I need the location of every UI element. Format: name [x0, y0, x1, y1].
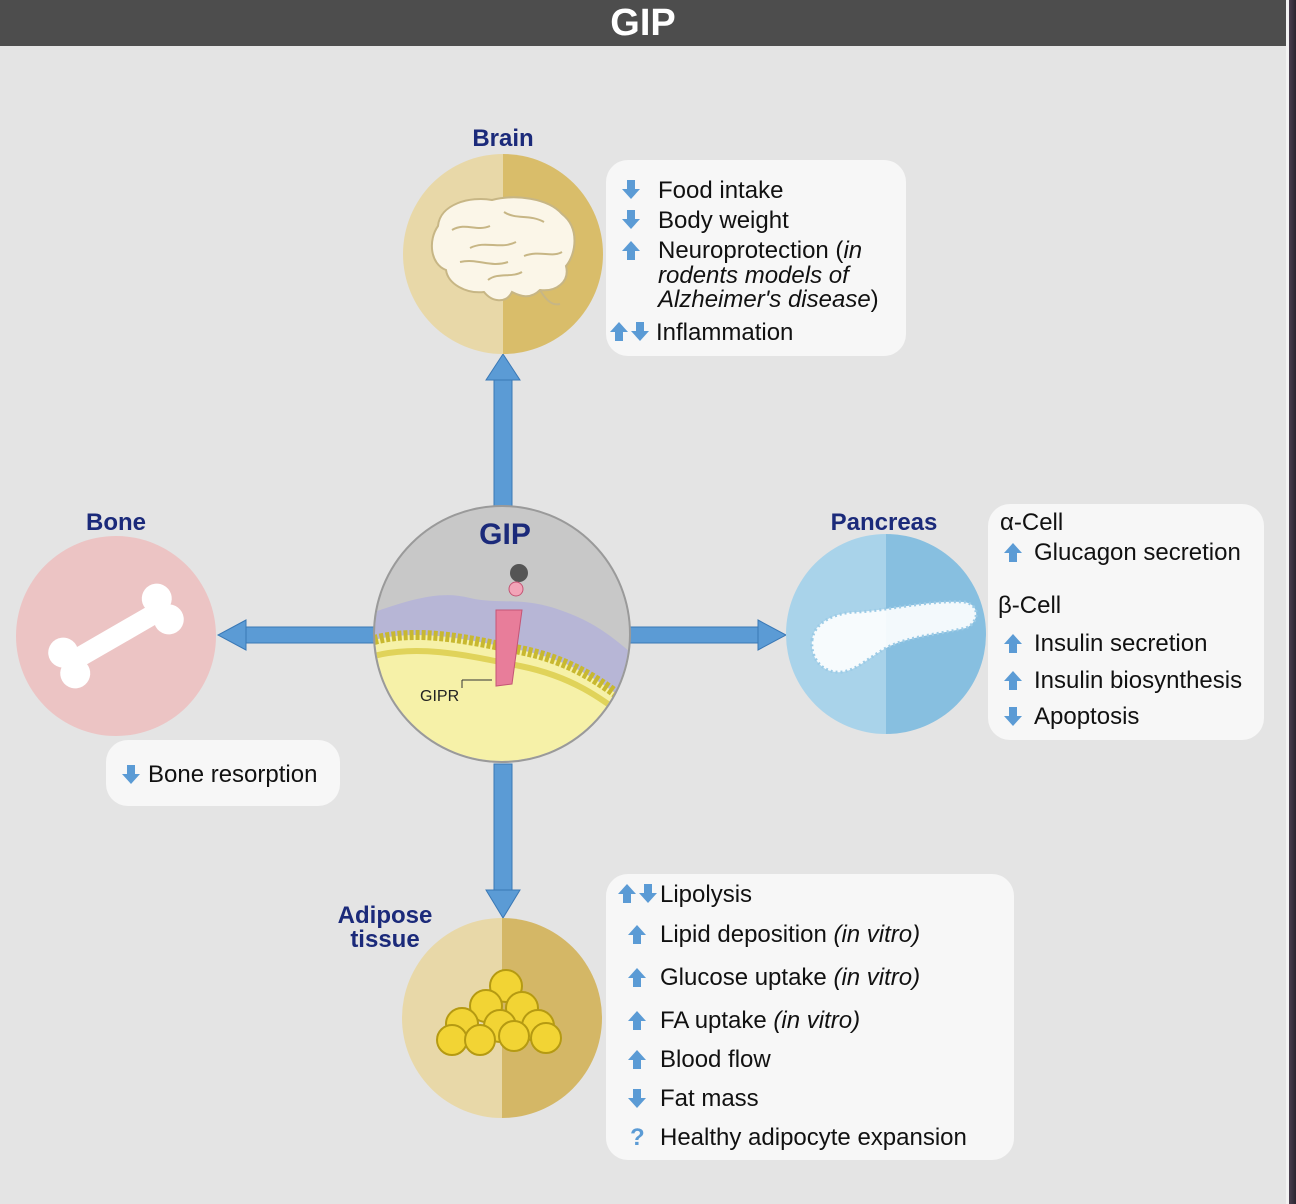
up-arrow-icon — [628, 1050, 646, 1069]
page-title: GIP — [0, 0, 1286, 46]
beta-cell-label: β-Cell — [998, 592, 1062, 619]
down-arrow-icon — [622, 210, 640, 229]
bone-label: Bone — [86, 509, 146, 536]
list-item-continuation: rodents models of — [658, 262, 849, 289]
pancreas-icon — [810, 600, 978, 674]
up-arrow-icon — [628, 1011, 646, 1030]
down-arrow-icon — [628, 1089, 646, 1108]
arrow-to-bone — [216, 619, 379, 651]
arrow-to-brain — [485, 353, 521, 509]
arrow-to-adipose — [485, 763, 521, 919]
adipose-label: Adipose tissue — [325, 904, 445, 952]
up-down-arrow-icon — [610, 322, 649, 341]
up-down-arrow-icon — [618, 884, 657, 903]
arrow-to-pancreas — [629, 619, 788, 651]
up-arrow-icon — [1004, 543, 1022, 562]
brain-label: Brain — [472, 125, 534, 152]
list-item-continuation: Alzheimer's disease) — [658, 286, 879, 313]
up-arrow-icon — [1004, 634, 1022, 653]
up-arrow-icon — [628, 925, 646, 944]
adipose-effects-box: Lipolysis Lipid deposition (in vitro) Gl… — [606, 874, 1014, 1160]
brain-effects-box: Food intake Body weight Neuroprotection … — [606, 160, 906, 356]
alpha-cell-label: α-Cell — [1000, 509, 1064, 536]
gipr-receptor — [495, 609, 523, 687]
center-gip-label: GIP — [479, 518, 531, 551]
up-arrow-icon — [1004, 671, 1022, 690]
down-arrow-icon — [622, 180, 640, 199]
fat-cells-icon — [436, 969, 562, 1056]
question-icon: ? — [630, 1124, 645, 1151]
down-arrow-icon — [1004, 707, 1022, 726]
bone-icon — [48, 583, 184, 689]
up-arrow-icon — [628, 968, 646, 987]
window-edge — [1286, 0, 1296, 1204]
pancreas-effects-box: α-Cell Glucagon secretion β-Cell Insulin… — [988, 504, 1264, 740]
gip-receptor-circle — [373, 505, 631, 763]
gipr-label: GIPR — [420, 688, 460, 705]
up-arrow-icon — [622, 241, 640, 260]
brain-icon — [430, 196, 576, 306]
down-arrow-icon — [122, 765, 140, 784]
adipose-label-line1: Adipose — [337, 902, 433, 929]
bone-effects-box: Bone resorption — [106, 740, 340, 806]
pancreas-label: Pancreas — [830, 509, 938, 536]
adipose-label-line2: tissue — [350, 926, 420, 953]
